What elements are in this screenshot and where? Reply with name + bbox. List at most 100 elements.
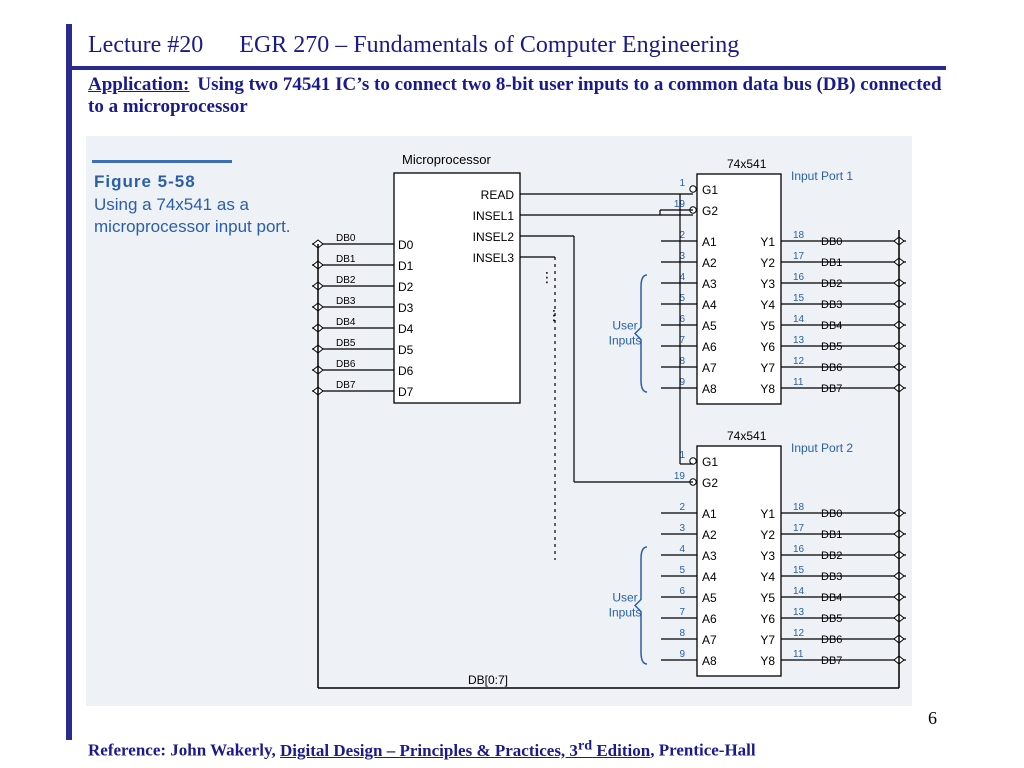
course-title: EGR 270 – Fundamentals of Computer Engin… bbox=[239, 32, 740, 58]
input-pin-2-1: A2 bbox=[702, 528, 717, 542]
output-pin-2-3: Y4 bbox=[760, 570, 775, 584]
cpu-more-signals-a: ⋮ bbox=[540, 269, 554, 285]
input-pin-2-0: A1 bbox=[702, 507, 717, 521]
input-pin-2-7: A8 bbox=[702, 654, 717, 668]
input-pin-number-2-4: 6 bbox=[679, 586, 685, 597]
input-pin-1-4: A5 bbox=[702, 319, 717, 333]
output-pin-number-1-6: 12 bbox=[793, 356, 805, 367]
output-bus-label-1-7: DB7 bbox=[821, 383, 842, 395]
port-label-2: Input Port 2 bbox=[791, 441, 853, 455]
output-pin-number-2-7: 11 bbox=[793, 649, 804, 660]
input-pin-2-4: A5 bbox=[702, 591, 717, 605]
input-pin-number-1-2: 4 bbox=[679, 272, 685, 283]
cpu-data-pin-0: D0 bbox=[398, 238, 414, 252]
cpu-bus-label-0: DB0 bbox=[336, 233, 356, 244]
output-pin-2-4: Y5 bbox=[760, 591, 775, 605]
output-bus-label-1-2: DB2 bbox=[821, 278, 842, 290]
chip-74x541-2 bbox=[696, 445, 782, 677]
output-pin-2-0: Y1 bbox=[760, 507, 775, 521]
microprocessor-label: Microprocessor bbox=[402, 152, 492, 167]
output-pin-number-2-1: 17 bbox=[793, 523, 805, 534]
output-pin-number-1-0: 18 bbox=[793, 230, 805, 241]
output-bus-label-2-5: DB5 bbox=[821, 613, 842, 625]
page-number: 6 bbox=[928, 708, 937, 728]
figure-title-rule bbox=[92, 160, 232, 163]
input-pin-number-2-6: 8 bbox=[679, 628, 685, 639]
output-pin-2-1: Y2 bbox=[760, 528, 775, 542]
user-inputs-label-1-a: User bbox=[612, 319, 637, 333]
input-pin-number-2-0: 2 bbox=[679, 502, 685, 513]
left-vertical-rule bbox=[66, 24, 72, 740]
lecture-number: Lecture #20 bbox=[88, 32, 204, 58]
gate-pin-number-2-1: 19 bbox=[674, 471, 686, 482]
user-inputs-label-2-b: Inputs bbox=[609, 606, 642, 620]
output-bus-label-1-4: DB4 bbox=[821, 320, 842, 332]
cpu-bus-label-1: DB1 bbox=[336, 254, 356, 265]
input-pin-1-2: A3 bbox=[702, 277, 717, 291]
input-pin-number-2-1: 3 bbox=[679, 523, 685, 534]
output-pin-number-2-2: 16 bbox=[793, 544, 805, 555]
output-pin-1-4: Y5 bbox=[760, 319, 775, 333]
output-pin-number-2-0: 18 bbox=[793, 502, 805, 513]
input-pin-number-2-3: 5 bbox=[679, 565, 685, 576]
output-pin-number-2-3: 15 bbox=[793, 565, 805, 576]
header-rule bbox=[66, 66, 946, 70]
reference-book: Digital Design – Principles & Practices,… bbox=[280, 737, 651, 760]
reference-prefix: Reference: John Wakerly, bbox=[88, 740, 281, 760]
output-pin-number-1-3: 15 bbox=[793, 293, 805, 304]
input-pin-1-7: A8 bbox=[702, 382, 717, 396]
cpu-data-pin-6: D6 bbox=[398, 364, 414, 378]
output-pin-1-5: Y6 bbox=[760, 340, 775, 354]
cpu-data-pin-4: D4 bbox=[398, 322, 414, 336]
output-pin-2-6: Y7 bbox=[760, 633, 775, 647]
microprocessor-block bbox=[393, 172, 521, 404]
chip-name-1: 74x541 bbox=[727, 157, 767, 171]
gate-pin-number-1-0: 1 bbox=[679, 178, 685, 189]
output-bus-label-2-2: DB2 bbox=[821, 550, 842, 562]
gate-pin-number-2-0: 1 bbox=[679, 450, 685, 461]
cpu-control-pin-3: INSEL3 bbox=[473, 251, 515, 265]
cpu-data-pin-1: D1 bbox=[398, 259, 414, 273]
application-text: Using two 74541 IC’s to connect two 8-bi… bbox=[88, 74, 942, 117]
input-pin-1-0: A1 bbox=[702, 235, 717, 249]
bus-label: DB[0:7] bbox=[468, 673, 508, 687]
gate-pin-1-0: G1 bbox=[702, 183, 718, 197]
output-bus-label-2-6: DB6 bbox=[821, 634, 842, 646]
gate-bubble-1-0 bbox=[689, 185, 697, 193]
output-pin-number-1-4: 14 bbox=[793, 314, 805, 325]
output-pin-2-2: Y3 bbox=[760, 549, 775, 563]
input-pin-1-1: A2 bbox=[702, 256, 717, 270]
chip-74x541-1 bbox=[696, 173, 782, 405]
output-pin-1-7: Y8 bbox=[760, 382, 775, 396]
output-pin-2-7: Y8 bbox=[760, 654, 775, 668]
reference-line: Reference: John Wakerly, Digital Design … bbox=[88, 737, 756, 761]
user-inputs-brace-1 bbox=[633, 274, 648, 393]
output-bus-label-1-6: DB6 bbox=[821, 362, 842, 374]
input-pin-number-1-5: 7 bbox=[679, 335, 685, 346]
input-pin-number-2-5: 7 bbox=[679, 607, 685, 618]
output-pin-1-3: Y4 bbox=[760, 298, 775, 312]
output-bus-label-2-3: DB3 bbox=[821, 571, 842, 583]
input-pin-number-2-2: 4 bbox=[679, 544, 685, 555]
output-bus-label-2-1: DB1 bbox=[821, 529, 842, 541]
output-pin-2-5: Y6 bbox=[760, 612, 775, 626]
input-pin-1-5: A6 bbox=[702, 340, 717, 354]
slide-header: Lecture #20 EGR 270 – Fundamentals of Com… bbox=[88, 32, 739, 59]
output-pin-1-1: Y2 bbox=[760, 256, 775, 270]
input-pin-number-1-0: 2 bbox=[679, 230, 685, 241]
input-pin-2-2: A3 bbox=[702, 549, 717, 563]
cpu-more-signals-b: ⋮ bbox=[547, 307, 561, 323]
input-pin-1-3: A4 bbox=[702, 298, 717, 312]
output-bus-label-2-4: DB4 bbox=[821, 592, 842, 604]
cpu-data-pin-7: D7 bbox=[398, 385, 414, 399]
output-bus-label-1-3: DB3 bbox=[821, 299, 842, 311]
cpu-control-pin-1: INSEL1 bbox=[473, 209, 515, 223]
output-pin-1-6: Y7 bbox=[760, 361, 775, 375]
cpu-bus-label-2: DB2 bbox=[336, 275, 356, 286]
input-pin-number-1-4: 6 bbox=[679, 314, 685, 325]
output-pin-number-1-7: 11 bbox=[793, 377, 804, 388]
input-pin-1-6: A7 bbox=[702, 361, 717, 375]
output-pin-number-2-6: 12 bbox=[793, 628, 805, 639]
cpu-bus-label-6: DB6 bbox=[336, 359, 356, 370]
cpu-bus-label-3: DB3 bbox=[336, 296, 356, 307]
